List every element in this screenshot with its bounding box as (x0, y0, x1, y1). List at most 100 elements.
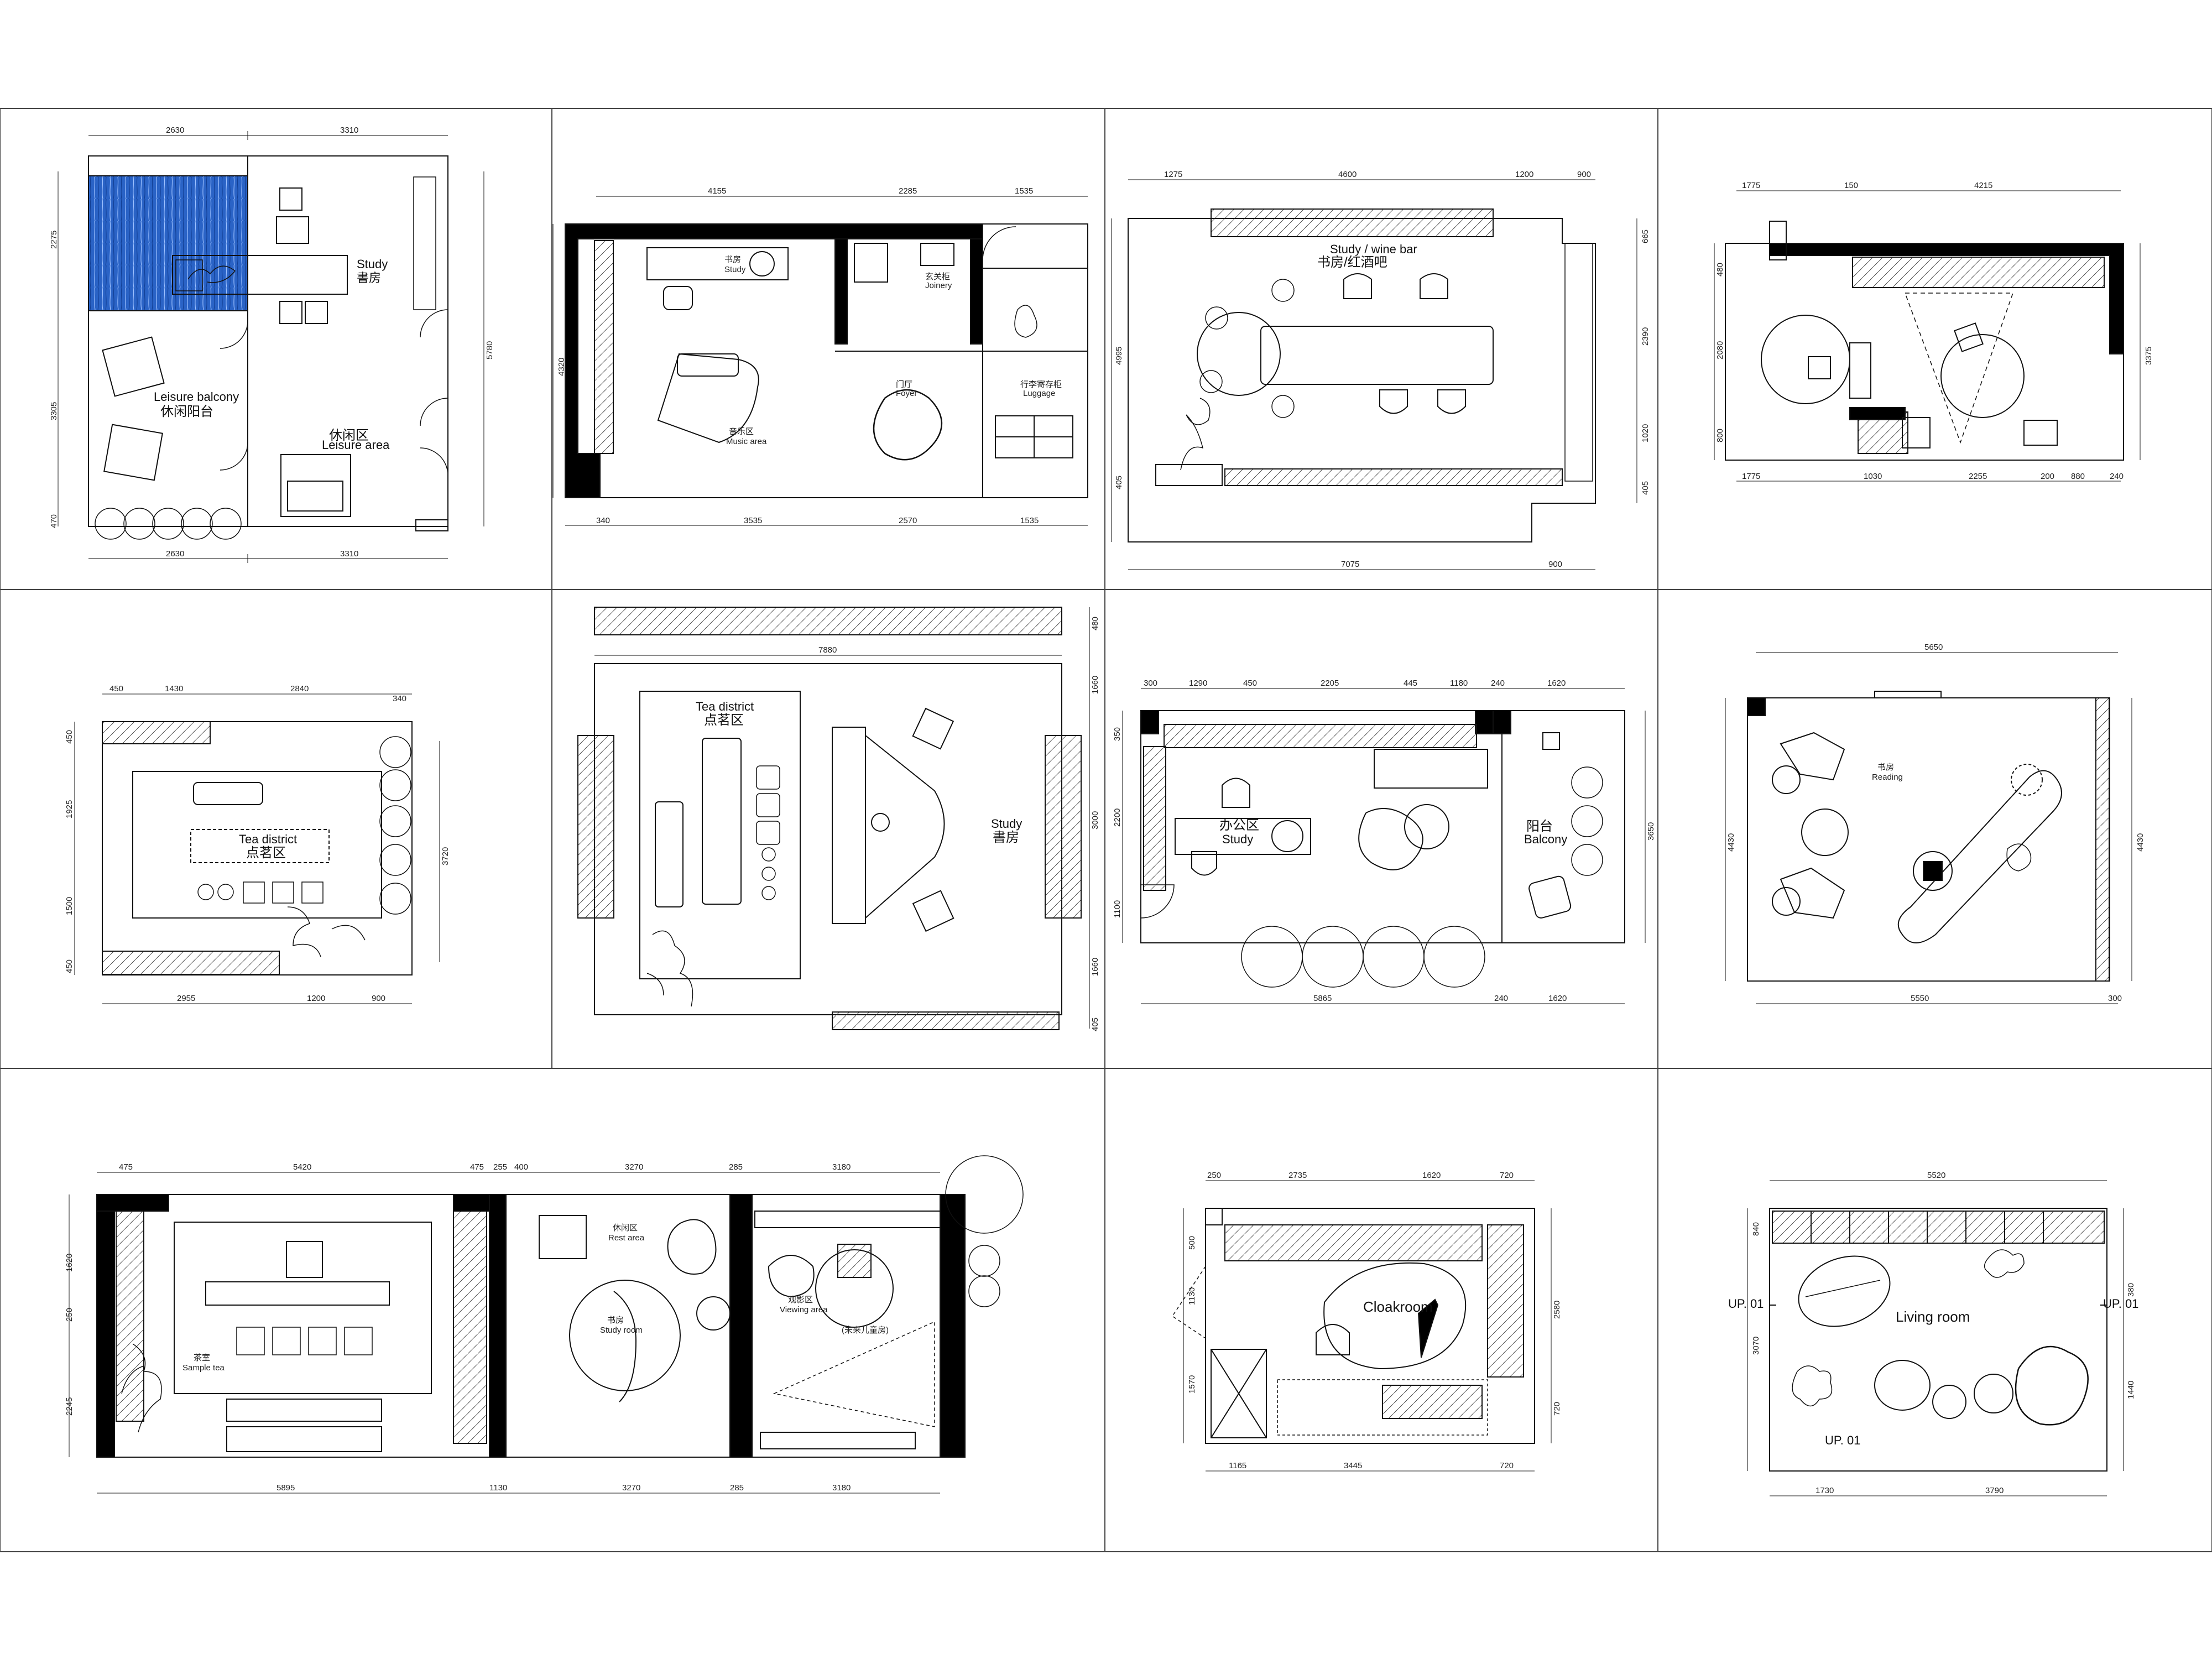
p11-dim-left-1: 3070 (1751, 1337, 1761, 1355)
plan-5-dimensions (74, 693, 440, 1004)
p9-dim-bottom-0: 5895 (276, 1483, 295, 1493)
p7-dim-bottom-2: 1620 (1548, 994, 1567, 1003)
p9-dim-bottom-3: 285 (730, 1483, 744, 1493)
p5-label-tea: Tea district (239, 832, 297, 846)
p10-dim-bottom-2: 720 (1500, 1461, 1514, 1470)
p2-dim-top-1: 2285 (899, 186, 917, 196)
p1-dim-left-0: 2275 (49, 231, 59, 249)
p2-dim-bottom-3: 1535 (1020, 516, 1039, 525)
plan-2-study-music (565, 223, 1088, 498)
p2-label-luggage-cn: 行李寄存柜 (1020, 379, 1062, 389)
p5-dim-left-2: 1500 (65, 897, 74, 915)
plan-3-dimensions (1111, 179, 1637, 570)
p5-dim-top-0: 450 (109, 684, 123, 693)
p11-dim-right-0: 380 (2126, 1283, 2136, 1297)
p1-label-balcony: Leisure balcony (154, 390, 239, 404)
p7-dim-left-1: 2200 (1113, 808, 1122, 827)
p7-dim-left-0: 350 (1113, 727, 1122, 741)
p11-label-up-right: UP. 01 (2103, 1297, 2138, 1311)
p4-dim-top-0: 1775 (1742, 181, 1760, 190)
p1-dim-right-0: 5780 (485, 341, 494, 359)
p3-label-winebar-cn: 书房/红酒吧 (1317, 255, 1387, 270)
p2-label-joinery: Joinery (925, 281, 952, 290)
p3-dim-bottom-1: 900 (1548, 560, 1562, 569)
p2-dim-left-0: 4320 (557, 358, 566, 376)
p9-dim-bottom-2: 3270 (622, 1483, 640, 1493)
p9-label-tea-cn: 茶室 (194, 1353, 210, 1363)
p6-dim-right-0: 480 (1091, 617, 1100, 630)
plan-1-dimensions (58, 131, 484, 563)
plan-5-tea-district (102, 721, 413, 975)
p10-dim-right-0: 2580 (1552, 1301, 1562, 1319)
p1-dim-bottom-0: 2630 (166, 549, 184, 559)
p10-dim-top-3: 720 (1500, 1171, 1514, 1180)
p5-dim-bottom-0: 2955 (177, 994, 195, 1003)
p4-dim-top-1: 150 (1844, 181, 1858, 190)
p3-label-winebar: Study / wine bar (1330, 242, 1417, 256)
p9-dim-top-3: 255 (493, 1162, 507, 1172)
p1-label-study: Study (357, 257, 388, 271)
plan-10-cloakroom (1171, 1208, 1535, 1444)
p4-dim-left-2: 800 (1715, 429, 1725, 442)
p6-label-study-cn: 書房 (993, 830, 1019, 845)
p3-dim-bottom-0: 7075 (1341, 560, 1359, 569)
p9-dim-bottom-1: 1130 (489, 1483, 507, 1493)
p7-dim-top-7: 1620 (1547, 679, 1566, 688)
p2-label-music: Music area (726, 437, 767, 446)
plan-8-reading-room (1747, 691, 2110, 982)
p9-label-viewing: Viewing area (780, 1305, 828, 1314)
p4-dim-bottom-3: 200 (2041, 472, 2054, 481)
p11-dim-top-0: 5520 (1927, 1171, 1945, 1180)
p6-dim-right-4: 405 (1091, 1018, 1100, 1031)
plan-9-long-suite (96, 1155, 1024, 1458)
p4-dim-bottom-5: 240 (2110, 472, 2124, 481)
p8-dim-left-0: 4430 (1726, 833, 1736, 852)
p6-dim-right-3: 1660 (1091, 958, 1100, 976)
p9-label-studyroom-cn: 书房 (607, 1316, 624, 1325)
p7-dim-top-2: 450 (1243, 679, 1257, 688)
p8-dim-right-0: 4430 (2136, 833, 2145, 852)
plan-4-dimensions (1714, 190, 2141, 482)
p2-dim-bottom-0: 340 (596, 516, 610, 525)
plan-11-living-room (1769, 1208, 2107, 1472)
p9-dim-left-2: 2245 (65, 1397, 74, 1416)
p2-label-study: Study (724, 265, 746, 274)
p9-dim-top-6: 285 (729, 1162, 743, 1172)
p7-dim-bottom-0: 5865 (1313, 994, 1332, 1003)
p1-dim-left-2: 470 (49, 514, 59, 528)
plan-3-wine-bar (1128, 208, 1596, 542)
p7-dim-top-4: 445 (1404, 679, 1417, 688)
p3-dim-left-1: 405 (1114, 476, 1124, 489)
p11-dim-right-1: 1440 (2126, 1381, 2136, 1399)
p9-dim-bottom-4: 3180 (832, 1483, 851, 1493)
p8-label-reading: Reading (1872, 773, 1903, 782)
p2-dim-top-0: 4155 (708, 186, 726, 196)
p7-dim-right-0: 3650 (1646, 822, 1656, 841)
p8-dim-bottom-0: 5550 (1911, 994, 1929, 1003)
p9-label-rest-cn: 休闲区 (613, 1223, 638, 1233)
p5-dim-bottom-2: 900 (372, 994, 385, 1003)
p2-label-foyer: Foyer (896, 389, 917, 398)
plan-10-dimensions (1183, 1180, 1552, 1472)
p4-dim-bottom-0: 1775 (1742, 472, 1760, 481)
p6-label-study: Study (991, 817, 1022, 831)
plan-2-dimensions (552, 196, 1088, 526)
p3-dim-right-1: 2390 (1641, 327, 1650, 346)
plan-4-viewing-room (1725, 221, 2124, 461)
p3-dim-top-2: 1200 (1515, 170, 1533, 179)
p5-dim-top-1: 1430 (165, 684, 183, 693)
p1-label-study-cn: 書房 (357, 271, 381, 285)
p10-dim-bottom-0: 1165 (1229, 1461, 1246, 1470)
p3-dim-left-0: 4995 (1114, 347, 1124, 365)
p3-dim-top-0: 1275 (1164, 170, 1182, 179)
p4-dim-right-0: 3375 (2144, 347, 2153, 365)
p6-label-tea: Tea district (696, 700, 754, 713)
p8-label-reading-cn: 书房 (1877, 763, 1894, 772)
p1-dim-top-0: 2630 (166, 126, 184, 135)
p6-dim-top-0: 7880 (818, 645, 837, 655)
p9-dim-top-5: 3270 (625, 1162, 643, 1172)
p9-label-future-room: (未来儿童房) (842, 1325, 889, 1335)
plan-6-dimensions (594, 607, 1090, 1029)
blue-wood-balcony-floor (88, 175, 248, 311)
